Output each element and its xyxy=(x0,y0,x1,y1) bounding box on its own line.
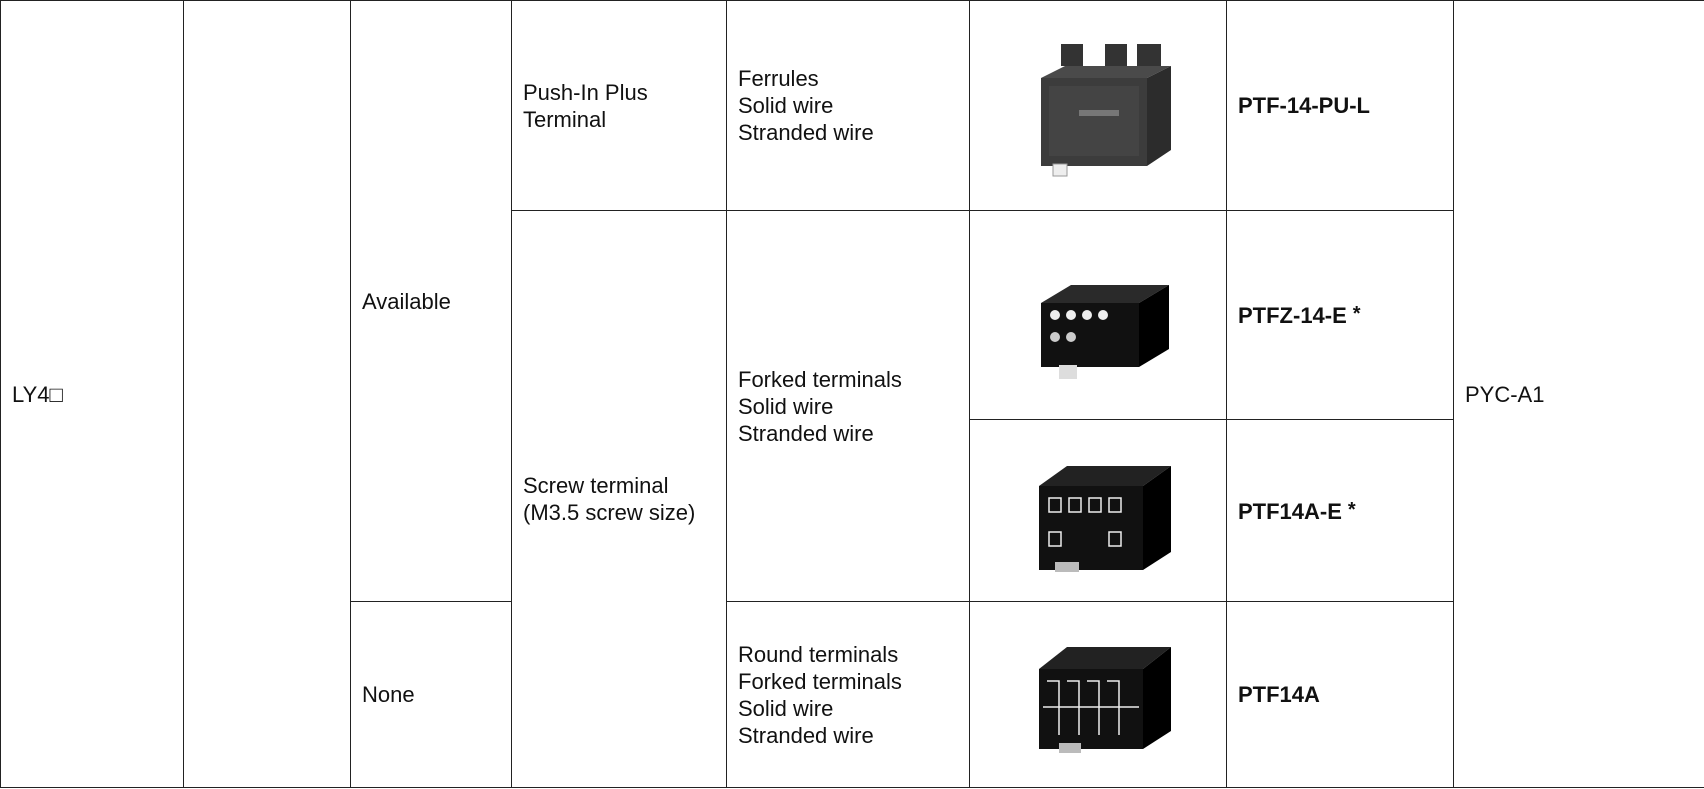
din-rail-available-cell: Available xyxy=(350,0,512,602)
model-ptf14a-e: PTF14A-E xyxy=(1238,498,1342,524)
model-ptf14a-e-cell: PTF14A-E* xyxy=(1226,419,1454,602)
screw-socket-icon xyxy=(1040,285,1169,379)
wiring-forked: Forked terminals Solid wire Stranded wir… xyxy=(738,366,902,446)
photo-ptf14a xyxy=(969,601,1227,788)
model-ptfz-14-e: PTFZ-14-E xyxy=(1238,303,1347,328)
model-ptf-14-pu-l: PTF-14-PU-L xyxy=(1238,93,1370,118)
wiring-forked-cell: Forked terminals Solid wire Stranded wir… xyxy=(726,210,970,602)
model-ptf14a-cell: PTF14A xyxy=(1226,601,1454,788)
relay-model-cell: LY4□ xyxy=(0,0,184,788)
footnote-mark: * xyxy=(1347,498,1356,521)
relay-model: LY4□ xyxy=(12,381,63,407)
photo-ptf-14-pu-l xyxy=(969,0,1227,211)
model-ptf-14-pu-l-cell: PTF-14-PU-L xyxy=(1226,0,1454,211)
wiring-round: Round terminals Forked terminals Solid w… xyxy=(738,641,902,748)
blank-cell xyxy=(183,0,351,788)
photo-ptf14a-e xyxy=(969,419,1227,602)
terminal-type-screw: Screw terminal (M3.5 screw size) xyxy=(523,473,696,525)
wiring-pushin: Ferrules Solid wire Stranded wire xyxy=(738,66,874,145)
base-model-cell: PYC-A1 xyxy=(1453,0,1704,788)
photo-ptfz-14-e xyxy=(969,210,1227,420)
wiring-pushin-cell: Ferrules Solid wire Stranded wire xyxy=(726,0,970,211)
terminal-type-screw-cell: Screw terminal (M3.5 screw size) xyxy=(511,210,727,788)
model-ptfz-14-e-cell: PTFZ-14-E* xyxy=(1226,210,1454,420)
terminal-type-pushin: Push-In Plus Terminal xyxy=(523,79,648,132)
din-rail-none: None xyxy=(362,682,415,707)
terminal-type-pushin-cell: Push-In Plus Terminal xyxy=(511,0,727,211)
screw-socket-icon xyxy=(1038,465,1171,572)
base-model: PYC-A1 xyxy=(1465,381,1545,407)
push-in-socket-icon xyxy=(1040,43,1171,176)
wiring-round-cell: Round terminals Forked terminals Solid w… xyxy=(726,601,970,788)
model-ptf14a: PTF14A xyxy=(1238,682,1320,707)
din-rail-none-cell: None xyxy=(350,601,512,788)
din-rail-available: Available xyxy=(362,288,451,314)
screw-socket-icon xyxy=(1038,646,1171,753)
footnote-mark: * xyxy=(1352,303,1361,325)
